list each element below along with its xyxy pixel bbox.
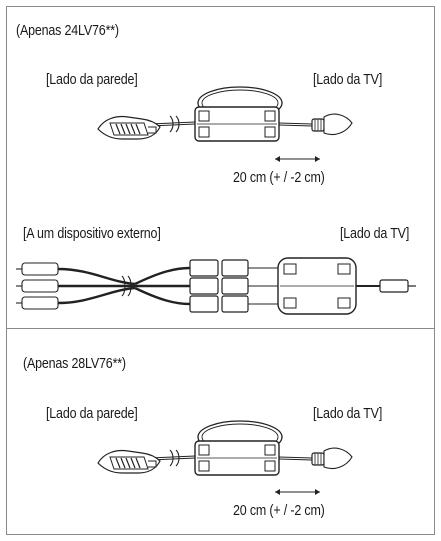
section-divider [6,328,435,329]
section2-wall-label: [Lado da parede] [46,406,138,422]
section1-wall-label: [Lado da parede] [46,72,138,88]
section2-distance-label: 20 cm (+ / -2 cm) [233,503,325,519]
section1-tv-label: [Lado da TV] [313,72,383,88]
external-device-label: [A um dispositivo externo] [23,226,161,242]
section2-cable-illustration [97,420,353,495]
section2-title: (Apenas 28LV76**) [23,356,126,372]
section1-title: (Apenas 24LV76**) [16,23,119,39]
figure-frame [6,6,435,535]
external-device-cable-illustration [16,257,416,315]
section1-tv-label-2: [Lado da TV] [340,226,410,242]
section2-tv-label: [Lado da TV] [313,406,383,422]
section1-distance-label: 20 cm (+ / -2 cm) [233,170,325,186]
section1-cable-illustration [97,86,353,162]
